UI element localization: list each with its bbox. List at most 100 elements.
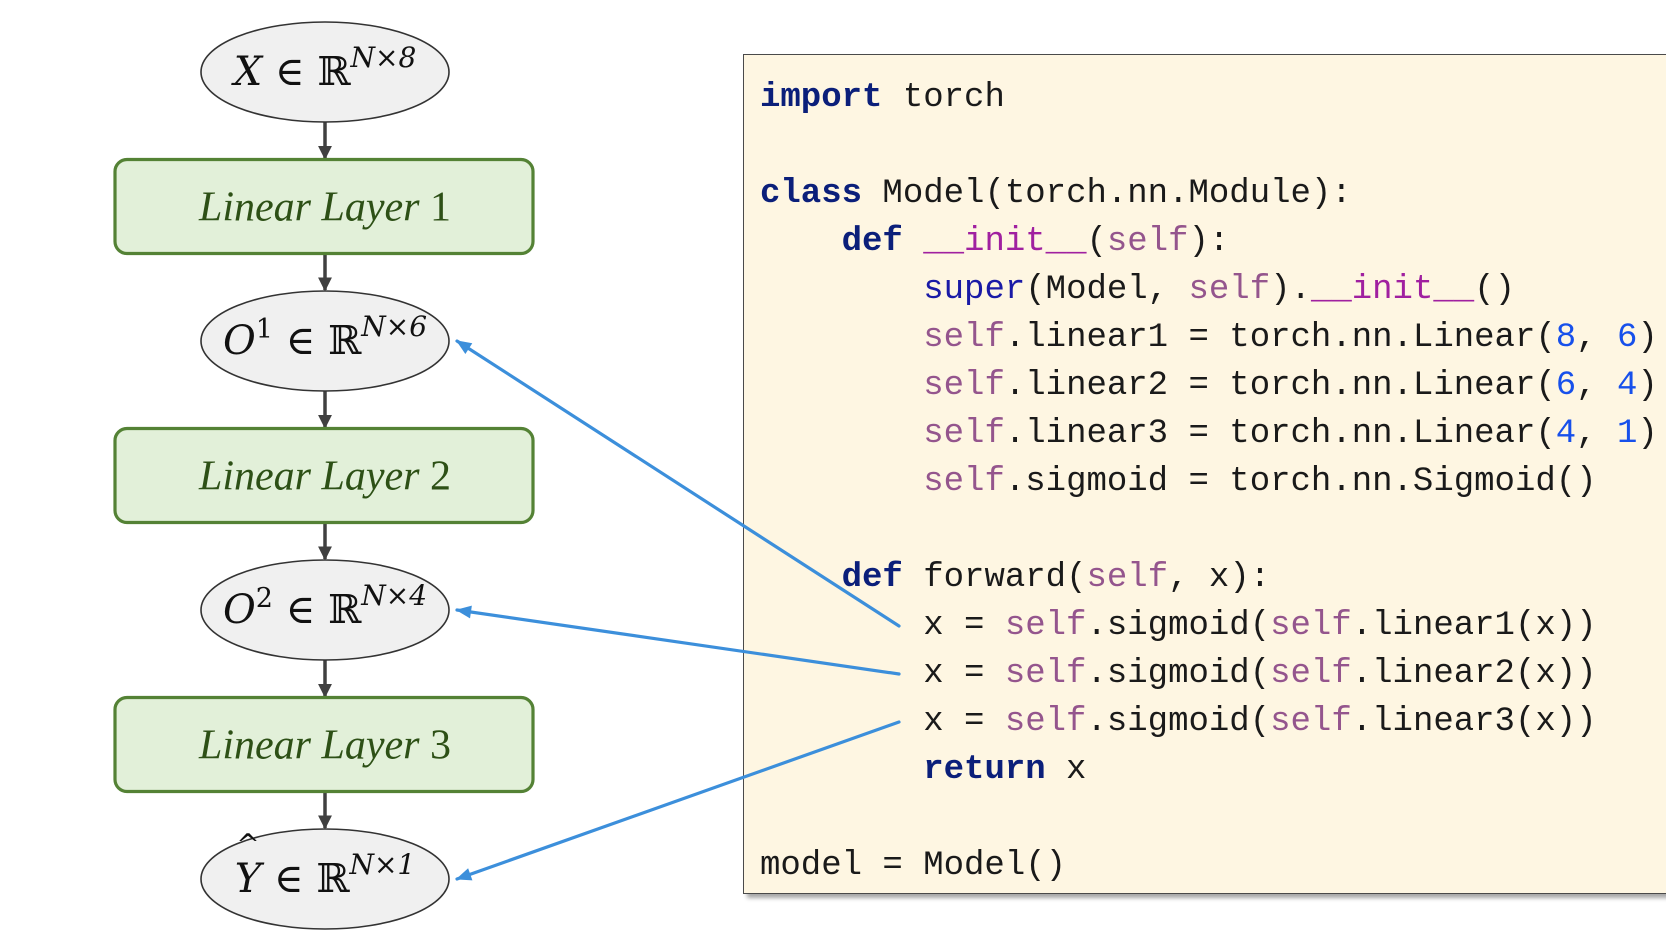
node-linear3: Linear Layer 3 <box>113 695 535 794</box>
code-token: self <box>923 415 1005 453</box>
node-out1: O1 ∈ ℝN×6 <box>200 290 450 392</box>
code-token: .sigmoid( <box>1086 607 1271 645</box>
code-line: model = Model() <box>760 843 1066 889</box>
data-node-label: O1 ∈ ℝN×6 <box>223 310 427 364</box>
code-token: 4 <box>1555 415 1577 453</box>
code-token: x = <box>760 655 1005 693</box>
node-output: Y ∈ ℝN×1^ <box>200 828 450 930</box>
data-node-label: X ∈ ℝN×8 <box>231 41 417 95</box>
hat-accent: ^ <box>236 828 259 861</box>
code-token: self <box>1270 607 1352 645</box>
data-node-label: Y ∈ ℝN×1 <box>235 848 415 902</box>
code-token: , <box>1576 415 1617 453</box>
code-token: def <box>841 223 903 261</box>
code-line: import torch <box>760 75 1005 121</box>
code-token <box>760 319 923 357</box>
code-token: Model(torch.nn.Module): <box>862 175 1352 213</box>
code-token: self <box>923 463 1005 501</box>
code-token <box>760 367 923 405</box>
layer-node-label: Linear Layer 2 <box>198 454 451 500</box>
layer-node-label: Linear Layer 1 <box>198 185 451 231</box>
code-token: __init__ <box>1310 271 1475 309</box>
code-line: def __init__(self): <box>760 219 1230 265</box>
code-line: x = self.sigmoid(self.linear1(x)) <box>760 603 1597 649</box>
code-token: .linear2 = torch.nn.Linear( <box>1004 367 1556 405</box>
code-token: .linear1(x)) <box>1351 607 1597 645</box>
data-node-shape <box>200 828 450 930</box>
code-token: torch <box>882 79 1005 117</box>
layer-node-label: Linear Layer 3 <box>198 723 451 769</box>
code-token: self <box>1270 655 1352 693</box>
code-token: , <box>1576 367 1617 405</box>
code-token: ). <box>1270 271 1311 309</box>
code-token: (Model, <box>1025 271 1189 309</box>
code-token: 6 <box>1555 367 1577 405</box>
code-token: self <box>1188 271 1271 309</box>
code-line: return x <box>760 747 1086 793</box>
code-token: self <box>923 319 1005 357</box>
code-token <box>760 559 842 597</box>
layer-node-shape <box>113 157 535 256</box>
code-token: self <box>1004 703 1087 741</box>
code-token: 1 <box>1616 415 1638 453</box>
code-line: self.linear3 = torch.nn.Linear(4, 1) <box>760 411 1658 457</box>
code-line: def forward(self, x): <box>760 555 1271 601</box>
code-token <box>903 223 923 261</box>
code-token: () <box>1474 271 1515 309</box>
data-node-shape <box>200 21 450 123</box>
data-node-shape <box>200 290 450 392</box>
data-node-shape <box>200 559 450 661</box>
code-token: class <box>760 175 863 213</box>
code-token: 4 <box>1616 367 1638 405</box>
code-token: self <box>1270 703 1352 741</box>
code-line: super(Model, self).__init__() <box>760 267 1515 313</box>
code-token: ( <box>1086 223 1107 261</box>
code-token: .sigmoid( <box>1086 703 1271 741</box>
code-token: self <box>1004 607 1087 645</box>
code-token <box>760 223 842 261</box>
data-node-label: O2 ∈ ℝN×4 <box>223 579 427 633</box>
code-token <box>760 271 923 309</box>
node-out2: O2 ∈ ℝN×4 <box>200 559 450 661</box>
code-token: 6 <box>1616 319 1638 357</box>
code-token: x = <box>760 607 1005 645</box>
node-linear2: Linear Layer 2 <box>113 426 535 525</box>
code-token: model = Model() <box>760 847 1067 885</box>
code-token <box>760 751 923 789</box>
code-token: .linear3(x)) <box>1351 703 1597 741</box>
code-token: __init__ <box>923 223 1087 261</box>
code-token: .linear3 = torch.nn.Linear( <box>1004 415 1556 453</box>
code-panel: import torch class Model(torch.nn.Module)… <box>743 54 1666 894</box>
code-token: super <box>923 271 1026 309</box>
code-line: self.linear2 = torch.nn.Linear(6, 4) <box>760 363 1658 409</box>
code-token: , <box>1576 319 1617 357</box>
code-token: .linear2(x)) <box>1351 655 1597 693</box>
code-token: 8 <box>1555 319 1577 357</box>
code-token: x = <box>760 703 1005 741</box>
code-token: return <box>923 751 1046 789</box>
code-token: self <box>1106 223 1189 261</box>
code-token: ): <box>1188 223 1230 261</box>
code-token: import <box>760 79 883 117</box>
code-line: class Model(torch.nn.Module): <box>760 171 1352 217</box>
code-token: self <box>1004 655 1087 693</box>
code-token <box>760 463 923 501</box>
code-line: x = self.sigmoid(self.linear2(x)) <box>760 651 1597 697</box>
code-token: def <box>841 559 903 597</box>
code-token: .linear1 = torch.nn.Linear( <box>1004 319 1556 357</box>
code-token: , x): <box>1168 559 1271 597</box>
code-token: .sigmoid( <box>1086 655 1271 693</box>
code-line: x = self.sigmoid(self.linear3(x)) <box>760 699 1597 745</box>
code-token: x <box>1045 751 1087 789</box>
code-token: .sigmoid = torch.nn.Sigmoid() <box>1004 463 1597 501</box>
code-token: self <box>1086 559 1169 597</box>
node-linear1: Linear Layer 1 <box>113 157 535 256</box>
code-token <box>760 415 923 453</box>
code-token: ) <box>1637 367 1658 405</box>
code-line: self.linear1 = torch.nn.Linear(8, 6) <box>760 315 1658 361</box>
code-token: ) <box>1637 415 1658 453</box>
code-token: self <box>923 367 1005 405</box>
code-token: ) <box>1637 319 1658 357</box>
code-line: self.sigmoid = torch.nn.Sigmoid() <box>760 459 1597 505</box>
